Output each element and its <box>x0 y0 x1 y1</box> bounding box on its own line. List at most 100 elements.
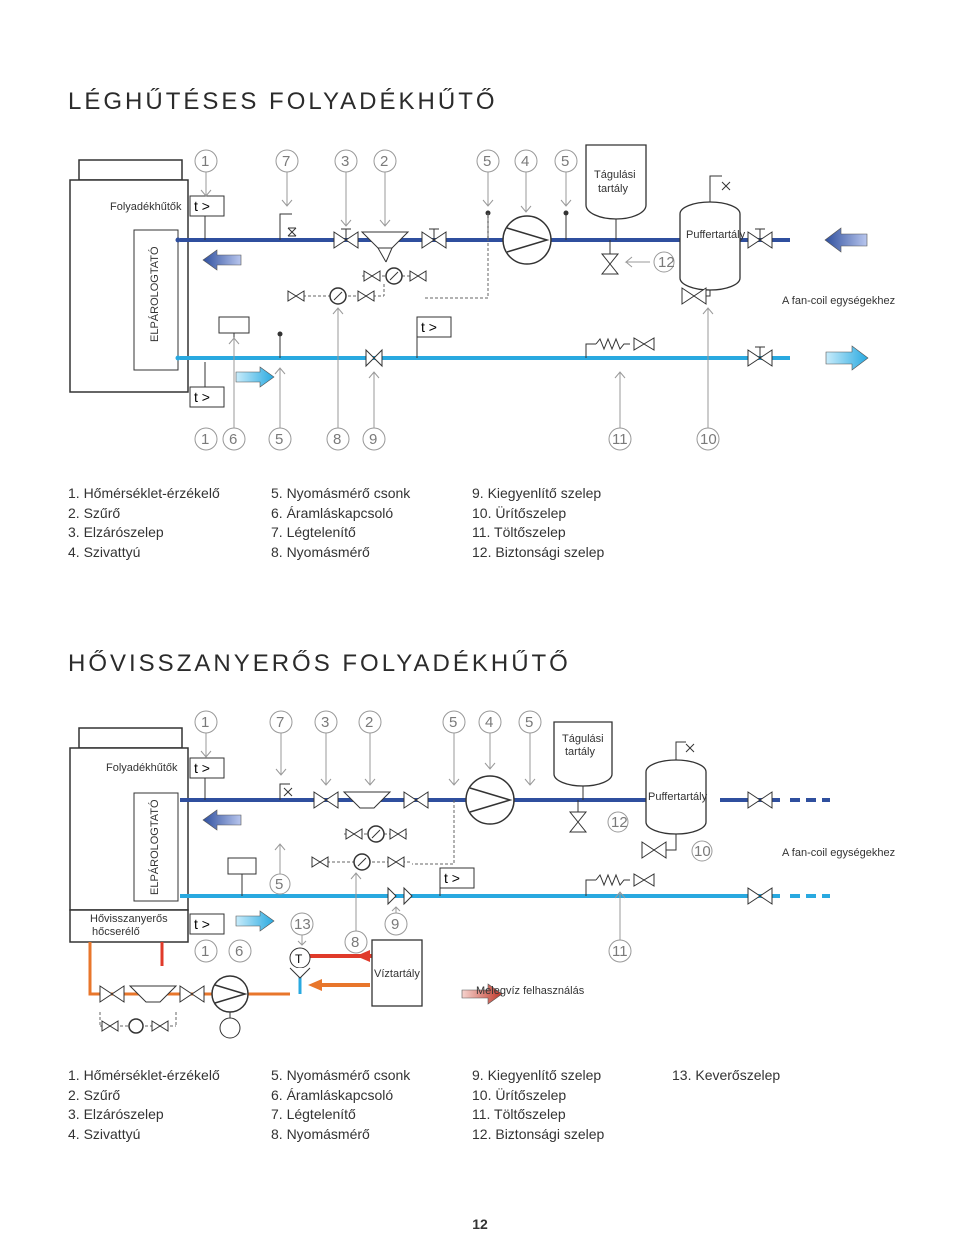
chiller-label: Folyadékhűtők <box>110 201 182 213</box>
check-valve-icon <box>595 337 630 351</box>
filling-valve-icon <box>633 337 655 351</box>
safety-valve-icon <box>600 253 620 275</box>
callouts-top: 1 7 3 2 5 4 5 <box>194 149 578 227</box>
legend-item: 11. Töltőszelep <box>472 1106 566 1122</box>
warm-pipe <box>88 942 290 996</box>
svg-text:Tágulási: Tágulási <box>594 169 636 181</box>
temp-sensor-supply <box>189 195 225 217</box>
svg-text:2: 2 <box>365 714 373 731</box>
temp-symbol: t > <box>194 198 210 214</box>
fan-coil-label: A fan-coil egységekhez <box>782 295 895 307</box>
pressure-gauge-icon <box>329 287 347 305</box>
buffer-tank-icon: Puffertartály <box>679 175 746 291</box>
shutoff-valve-icon <box>747 346 773 367</box>
svg-text:3: 3 <box>321 714 329 731</box>
svg-text:6: 6 <box>229 431 237 448</box>
legend-item: 11. Töltőszelep <box>472 524 566 540</box>
svg-text:Víztartály: Víztartály <box>374 968 420 980</box>
svg-text:4: 4 <box>485 714 493 731</box>
chiller-unit: Folyadékhűtők ELPÁROLOGTATÓ Hővisszanyer… <box>69 727 189 943</box>
legend-item: 1. Hőmérséklet-érzékelő <box>68 485 220 501</box>
svg-text:tartály: tartály <box>598 183 628 195</box>
air-vent-icon <box>287 227 297 237</box>
water-tank-icon: Víztartály <box>371 939 423 1007</box>
legend-item: 4. Szivattyú <box>68 543 141 560</box>
shutoff-valve-icon <box>421 228 447 249</box>
evaporator-label: ELPÁROLOGTATÓ <box>148 246 161 342</box>
legend-item: 4. Szivattyú <box>68 1125 141 1142</box>
temp-sensor-return <box>189 386 225 408</box>
legend-s2-col1: 1. Hőmérséklet-érzékelő 2. Szűrő 3. Elzá… <box>68 1066 220 1144</box>
pump-icon <box>502 215 552 265</box>
svg-text:1: 1 <box>201 943 209 960</box>
svg-text:12: 12 <box>611 814 628 831</box>
legend-item: 3. Elzárószelep <box>68 524 164 540</box>
legend-item: 9. Kiegyenlítő szelep <box>472 1067 602 1083</box>
heat-recovery-exchanger <box>69 909 189 943</box>
pressure-gauge-network <box>288 213 489 299</box>
legend-item: 6. Áramláskapcsoló <box>271 504 394 521</box>
legend-item: 9. Kiegyenlítő szelep <box>472 485 602 501</box>
legend-item: 6. Áramláskapcsoló <box>271 1086 394 1103</box>
svg-text:hőcserélő: hőcserélő <box>92 926 140 938</box>
svg-text:T: T <box>295 952 303 966</box>
legend-item: 3. Elzárószelep <box>68 1106 164 1122</box>
shutoff-valve-icon <box>333 228 359 249</box>
svg-text:7: 7 <box>276 714 284 731</box>
diagram-heat-recovery: Folyadékhűtők ELPÁROLOGTATÓ Hővisszanyer… <box>69 710 895 1039</box>
svg-text:12: 12 <box>658 254 675 271</box>
callouts-bottom: 1 6 5 8 9 11 10 <box>194 307 720 451</box>
svg-text:11: 11 <box>612 431 628 448</box>
svg-text:Melegvíz felhasználás: Melegvíz felhasználás <box>476 985 585 997</box>
flow-switch-icon <box>218 316 250 334</box>
svg-text:5: 5 <box>561 153 569 170</box>
legend-item: 12. Biztonsági szelep <box>472 1125 605 1142</box>
page-number: 12 <box>472 1216 488 1232</box>
flow-arrow-in <box>825 345 869 371</box>
legend-s2-col3: 9. Kiegyenlítő szelep 10. Ürítőszelep 11… <box>472 1066 604 1144</box>
legend-item: 7. Légtelenítő <box>271 1106 356 1122</box>
legend-item: 7. Légtelenítő <box>271 524 356 540</box>
svg-text:1: 1 <box>201 714 209 731</box>
legend-s2-col4: 13. Keverőszelep <box>672 1066 780 1086</box>
svg-text:1: 1 <box>201 153 209 170</box>
pressure-gauge-icon <box>385 267 403 285</box>
svg-text:Hővisszanyerős: Hővisszanyerős <box>90 913 168 925</box>
gauge-valve-icons <box>287 270 427 302</box>
legend-s1-col2: 5. Nyomásmérő csonk 6. Áramláskapcsoló 7… <box>271 484 410 562</box>
legend-item: 2. Szűrő <box>68 504 121 521</box>
svg-text:8: 8 <box>333 431 341 448</box>
flow-arrow-left <box>202 249 242 271</box>
buffer-tank-icon: Puffertartály <box>645 741 708 835</box>
svg-text:9: 9 <box>391 916 399 933</box>
drain-valve-icon <box>681 287 707 305</box>
svg-text:11: 11 <box>612 943 628 960</box>
svg-text:t >: t > <box>194 760 210 776</box>
expansion-tank-icon: Tágulási tartály <box>585 144 647 240</box>
svg-text:ELPÁROLOGTATÓ: ELPÁROLOGTATÓ <box>148 799 161 895</box>
legend-item: 2. Szűrő <box>68 1086 121 1103</box>
expansion-tank-icon: Tágulási tartály <box>553 721 613 800</box>
svg-text:6: 6 <box>235 943 243 960</box>
svg-text:t >: t > <box>194 389 210 405</box>
svg-text:Puffertartály: Puffertartály <box>648 791 708 803</box>
svg-text:5: 5 <box>525 714 533 731</box>
strainer-icon <box>360 231 410 263</box>
section1-title: LÉGHŰTÉSES FOLYADÉKHŰTŐ <box>68 88 498 115</box>
pump-icon <box>465 775 515 825</box>
svg-text:8: 8 <box>351 934 359 951</box>
svg-text:3: 3 <box>341 153 349 170</box>
svg-text:t >: t > <box>194 916 210 932</box>
balancing-valve-icon <box>365 348 383 368</box>
legend-s1-col3: 9. Kiegyenlítő szelep 10. Ürítőszelep 11… <box>472 484 604 562</box>
svg-text:5: 5 <box>275 876 283 893</box>
diagram-air-cooled: Folyadékhűtők ELPÁROLOGTATÓ t > t > Tágu… <box>69 144 895 451</box>
section2-title: HŐVISSZANYERŐS FOLYADÉKHŰTŐ <box>68 650 571 677</box>
svg-text:7: 7 <box>282 153 290 170</box>
svg-text:10: 10 <box>694 843 711 860</box>
legend-item: 1. Hőmérséklet-érzékelő <box>68 1067 220 1083</box>
legend-item: 5. Nyomásmérő csonk <box>271 1067 411 1083</box>
chiller-unit: Folyadékhűtők ELPÁROLOGTATÓ <box>69 159 189 393</box>
svg-text:Puffertartály: Puffertartály <box>686 229 746 241</box>
svg-text:Folyadékhűtők: Folyadékhűtők <box>106 762 178 774</box>
